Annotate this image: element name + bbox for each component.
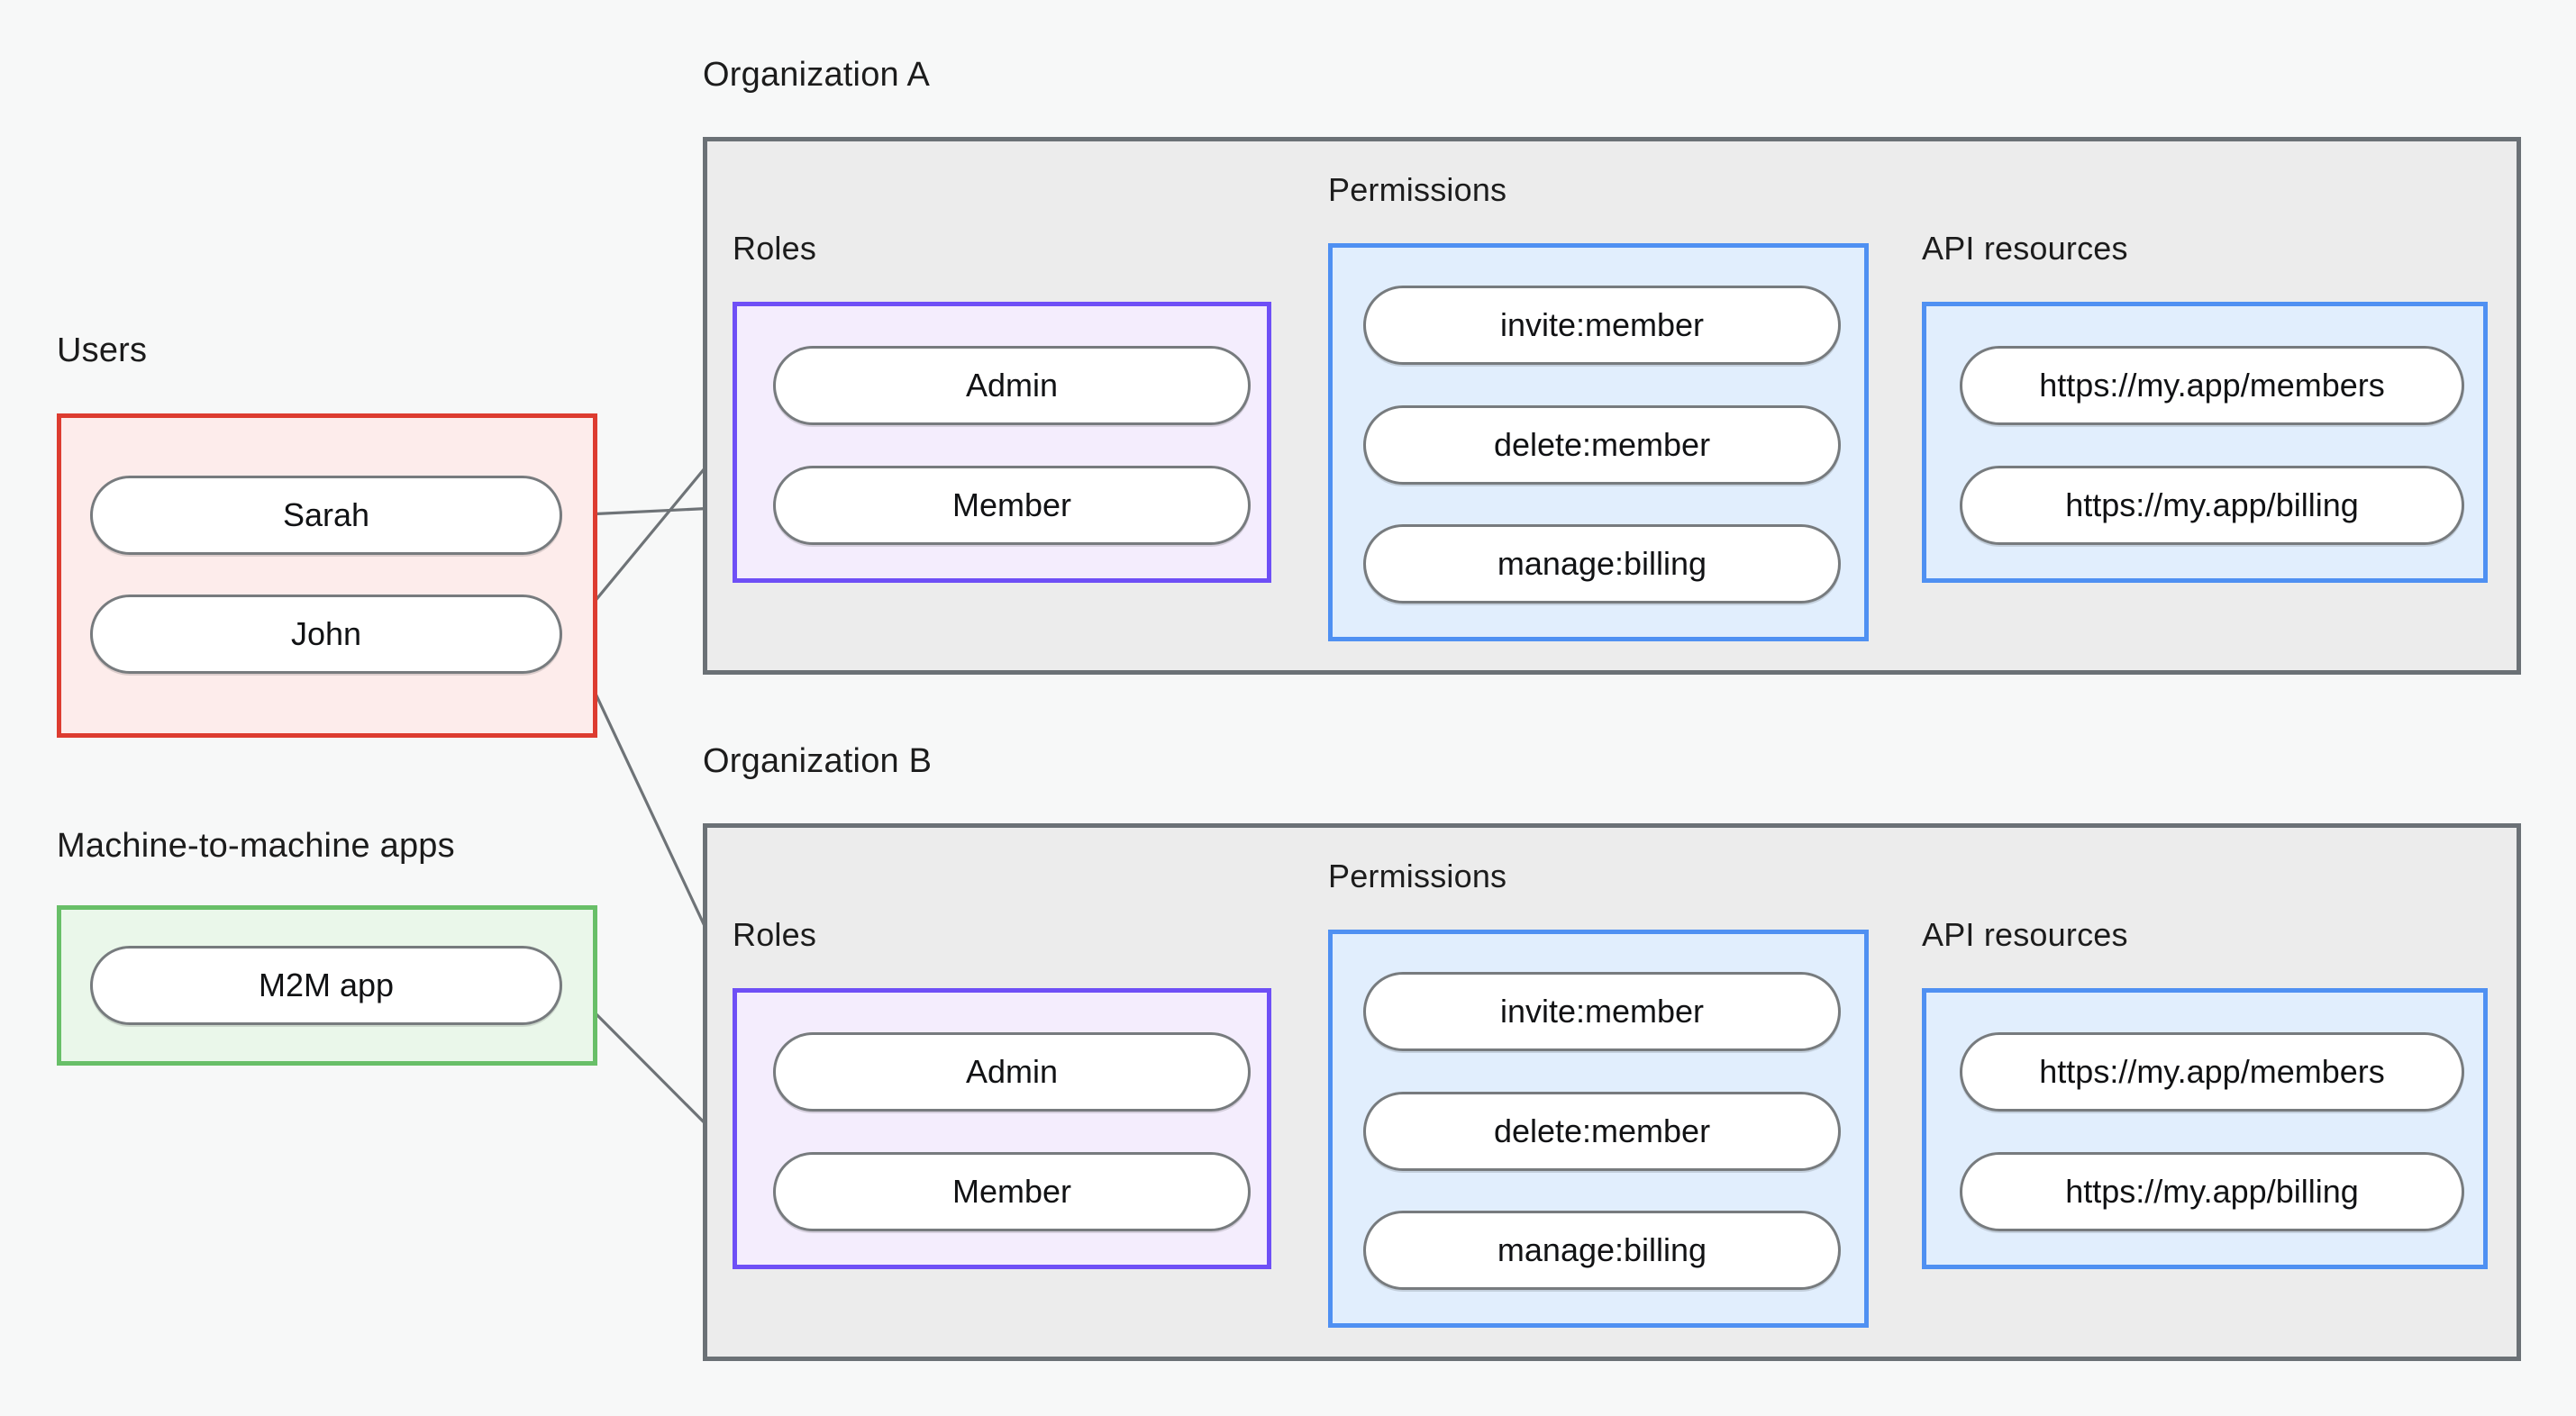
- org-b-permission-delete-member[interactable]: delete:member: [1363, 1092, 1841, 1171]
- org-a-permission-delete-member[interactable]: delete:member: [1363, 405, 1841, 485]
- users-container: [57, 413, 597, 738]
- org-b-api-resource-members[interactable]: https://my.app/members: [1960, 1032, 2464, 1112]
- org-a-role-admin[interactable]: Admin: [773, 346, 1251, 425]
- user-node-sarah[interactable]: Sarah: [90, 476, 562, 555]
- org-b-role-member[interactable]: Member: [773, 1152, 1251, 1231]
- org-a-permission-invite-member[interactable]: invite:member: [1363, 286, 1841, 365]
- org-a-api-resource-members[interactable]: https://my.app/members: [1960, 346, 2464, 425]
- org-b-permissions-label: Permissions: [1328, 858, 1507, 894]
- org-a-label: Organization A: [703, 56, 931, 94]
- org-a-roles-label: Roles: [733, 230, 817, 267]
- user-node-john[interactable]: John: [90, 595, 562, 674]
- org-a-permissions-label: Permissions: [1328, 171, 1507, 208]
- org-b-permission-invite-member[interactable]: invite:member: [1363, 972, 1841, 1051]
- org-a-role-member[interactable]: Member: [773, 466, 1251, 545]
- org-a-api-resource-billing[interactable]: https://my.app/billing: [1960, 466, 2464, 545]
- org-b-roles-label: Roles: [733, 916, 817, 953]
- org-a-permission-manage-billing[interactable]: manage:billing: [1363, 524, 1841, 604]
- org-a-api-resources-label: API resources: [1922, 230, 2128, 267]
- org-b-permission-manage-billing[interactable]: manage:billing: [1363, 1211, 1841, 1290]
- org-b-role-admin[interactable]: Admin: [773, 1032, 1251, 1112]
- m2m-node-app[interactable]: M2M app: [90, 946, 562, 1025]
- org-b-api-resources-label: API resources: [1922, 916, 2128, 953]
- users-group-label: Users: [57, 331, 148, 369]
- m2m-group-label: Machine-to-machine apps: [57, 827, 455, 865]
- org-b-label: Organization B: [703, 742, 933, 780]
- org-b-api-resource-billing[interactable]: https://my.app/billing: [1960, 1152, 2464, 1231]
